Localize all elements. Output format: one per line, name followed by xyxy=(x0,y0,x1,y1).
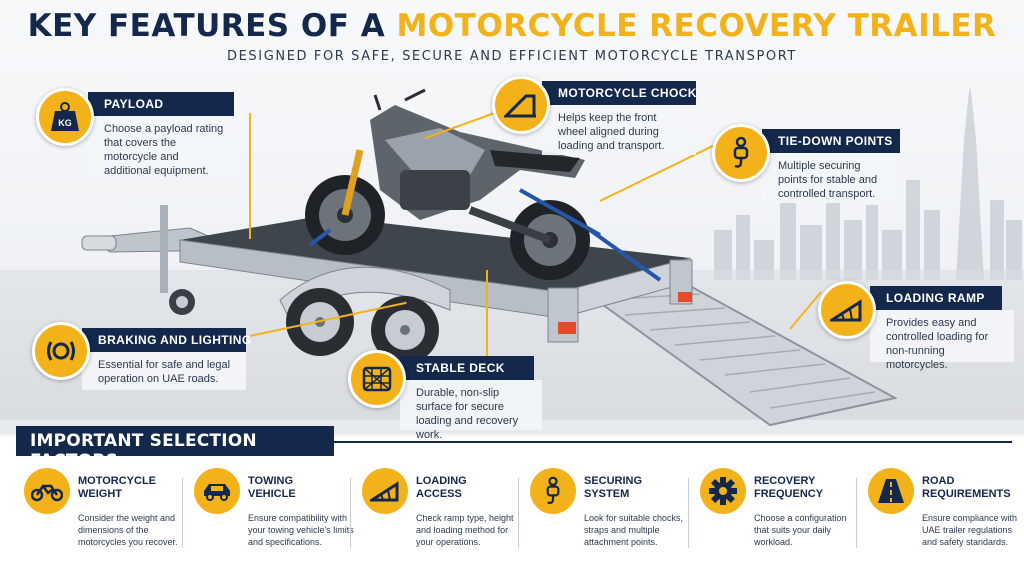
gear-icon xyxy=(700,468,746,514)
factor-separator xyxy=(182,478,183,548)
factor-desc: Choose a configuration that suits your d… xyxy=(754,513,847,547)
factor-title-line-2: FREQUENCY xyxy=(754,488,824,500)
factor-title-line-1: LOADING xyxy=(416,475,467,487)
factor-separator xyxy=(688,478,689,548)
weight-icon: KG xyxy=(36,88,94,146)
factor-title-line-2: SYSTEM xyxy=(584,488,630,500)
factor-separator xyxy=(856,478,857,548)
ramp-desc: Provides easy and controlled loading for… xyxy=(870,310,1014,371)
page-subtitle: DESIGNED FOR SAFE, SECURE AND EFFICIENT … xyxy=(227,49,797,64)
deck-leader-line xyxy=(486,270,488,360)
motorcycle-illustration xyxy=(305,88,662,282)
deck-desc: Durable, non-slip surface for secure loa… xyxy=(400,380,542,441)
page-title: KEY FEATURES OF A MOTORCYCLE RECOVERY TR… xyxy=(0,8,1024,44)
wheels-illustration xyxy=(279,266,451,364)
chock-desc: Helps keep the front wheel aligned durin… xyxy=(542,105,696,155)
payload-desc: Choose a payload rating that covers the … xyxy=(88,116,238,177)
factor-desc: Look for suitable chocks, straps and mul… xyxy=(584,513,684,547)
ramp-icon xyxy=(818,281,876,339)
tiedown-title: TIE-DOWN POINTS xyxy=(762,129,900,153)
factor-title-line-1: ROAD xyxy=(922,475,955,487)
braking-title: BRAKING AND LIGHTING xyxy=(82,328,251,352)
title-part-2: MOTORCYCLE RECOVERY TRAILER xyxy=(396,8,997,44)
braking-desc: Essential for safe and legal operation o… xyxy=(82,352,246,390)
hook-icon xyxy=(530,468,576,514)
payload-leader-line xyxy=(249,113,251,239)
factor-title-line-1: TOWING xyxy=(248,475,294,487)
factor-desc: Check ramp type, height and loading meth… xyxy=(416,513,514,547)
factor-separator xyxy=(518,478,519,548)
weight-badge-text: KG xyxy=(58,118,72,128)
motorcycle-icon xyxy=(24,468,70,514)
factor-title-line-2: ACCESS xyxy=(416,488,462,500)
factor-title-line-1: RECOVERY xyxy=(754,475,816,487)
factor-title-line-1: MOTORCYCLE xyxy=(78,475,157,487)
factor-title-line-2: WEIGHT xyxy=(78,488,122,500)
factor-title-line-2: VEHICLE xyxy=(248,488,296,500)
car-icon xyxy=(194,468,240,514)
chock-title: MOTORCYCLE CHOCK xyxy=(542,81,696,105)
selection-factors-title: IMPORTANT SELECTION FACTORS xyxy=(16,426,334,471)
factor-title-line-1: SECURING xyxy=(584,475,643,487)
title-part-1: KEY FEATURES OF A xyxy=(27,8,397,44)
tiedown-desc: Multiple securing points for stable and … xyxy=(762,153,900,203)
payload-title: PAYLOAD xyxy=(88,92,234,116)
wheel-chock-icon xyxy=(492,76,550,134)
brake-light-icon xyxy=(32,322,90,380)
deck-title: STABLE DECK xyxy=(400,356,534,380)
road-icon xyxy=(868,468,914,514)
factor-desc: Ensure compliance with UAE trailer regul… xyxy=(922,513,1018,547)
factor-title-line-2: REQUIREMENTS xyxy=(922,488,1011,500)
selection-divider xyxy=(334,441,1012,443)
factor-desc: Consider the weight and dimensions of th… xyxy=(78,513,178,547)
hook-icon xyxy=(712,124,770,182)
factor-desc: Ensure compatibility with your towing ve… xyxy=(248,513,354,547)
ramp-icon xyxy=(362,468,408,514)
deck-mesh-icon xyxy=(348,350,406,408)
ramp-title: LOADING RAMP xyxy=(870,286,1002,310)
factor-separator xyxy=(350,478,351,548)
